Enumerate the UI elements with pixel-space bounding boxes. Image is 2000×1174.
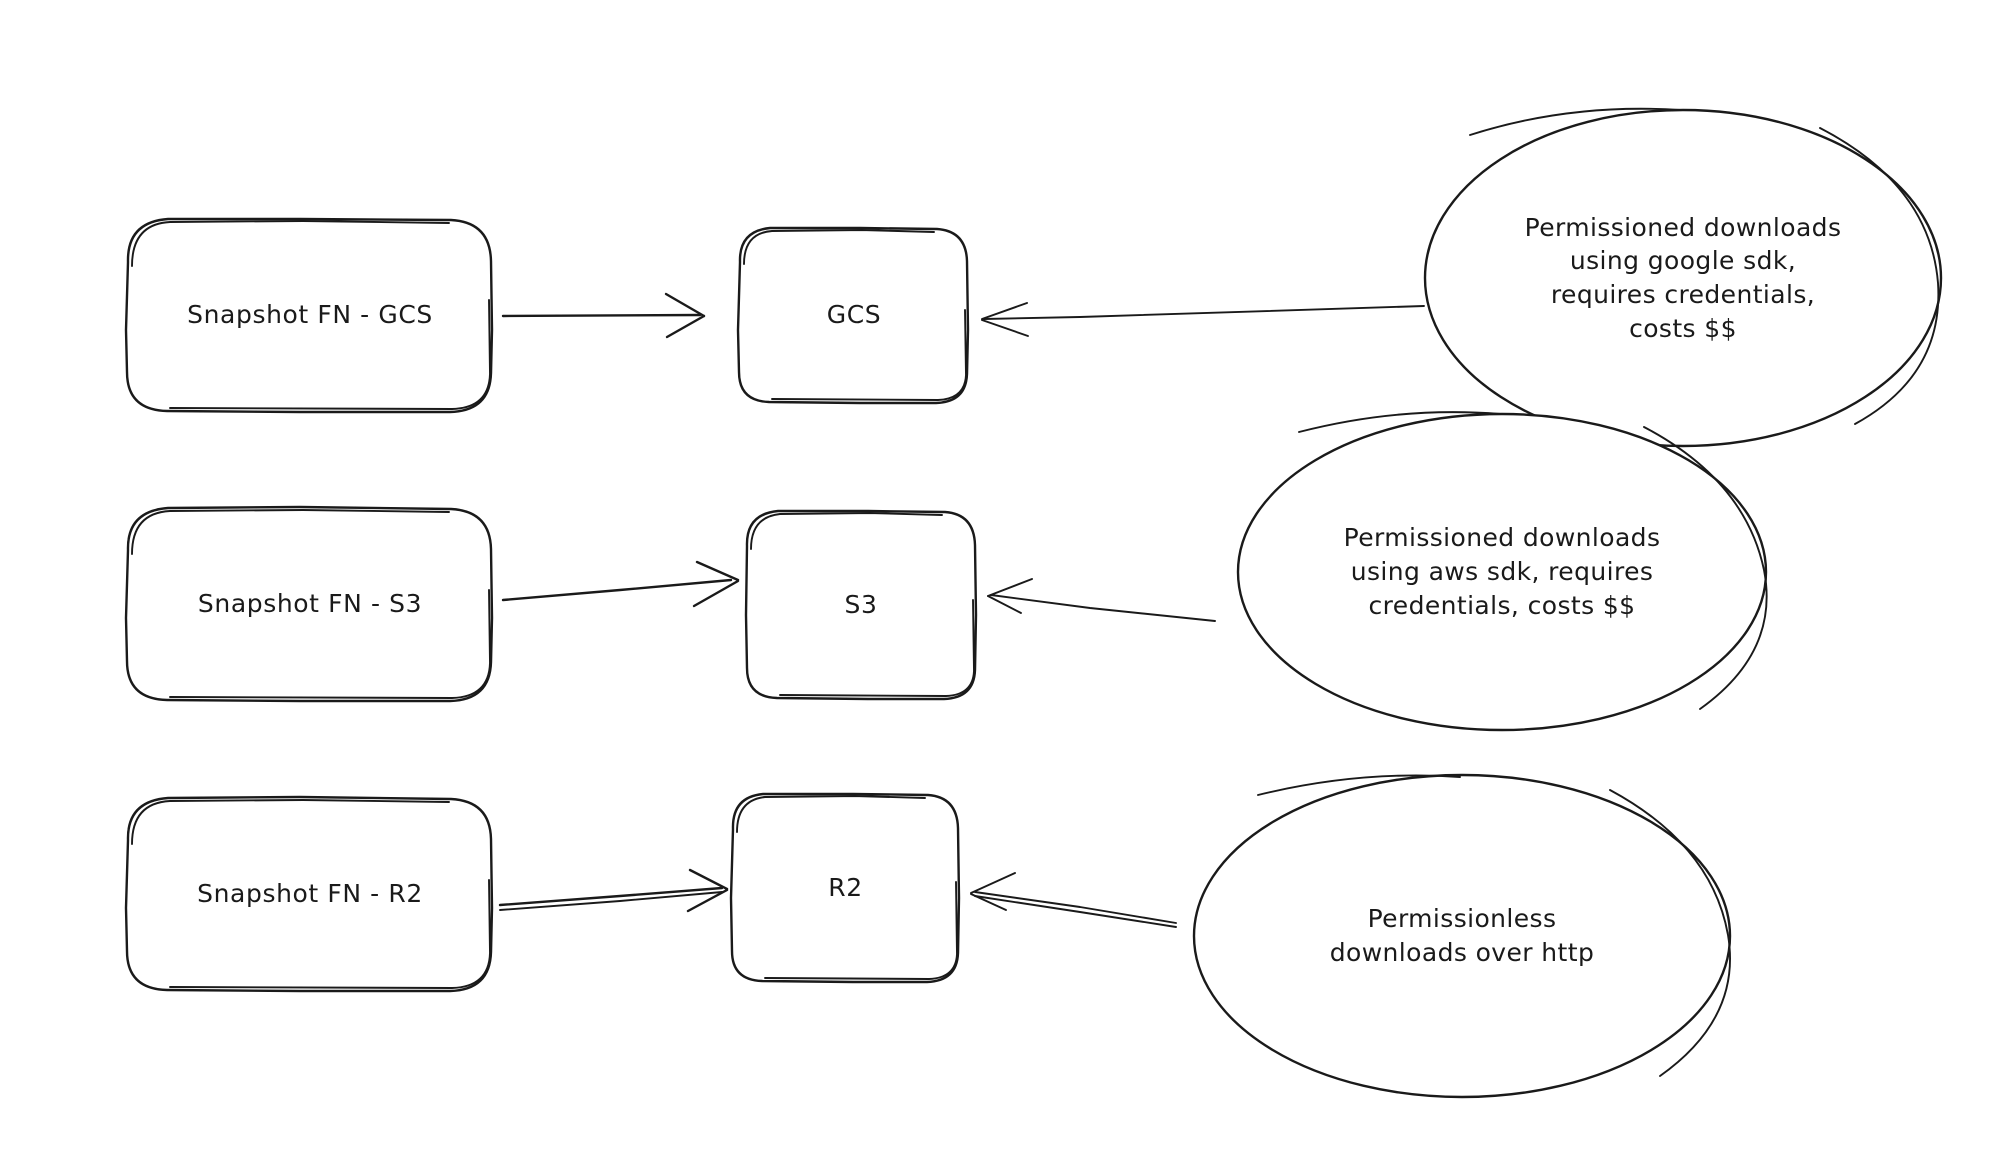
node-snapshot-fn-r2-shape[interactable] (124, 795, 494, 993)
node-snapshot-fn-gcs-shape[interactable] (124, 217, 494, 414)
node-s3-shape[interactable] (744, 509, 978, 701)
edge-snapshot-fn-gcs-to-gcs (501, 292, 706, 339)
note-r2-ellipse-shape[interactable] (1192, 773, 1732, 1099)
note-gcs-ellipse-shape[interactable] (1423, 107, 1943, 448)
row-3-group (124, 773, 1732, 1099)
edge-note-r2-to-r2 (970, 872, 1177, 928)
row-2-group (124, 411, 1768, 732)
node-snapshot-fn-s3-shape[interactable] (124, 505, 494, 703)
edge-note-s3-to-s3 (987, 578, 1216, 622)
edge-snapshot-fn-s3-to-s3 (501, 560, 740, 608)
node-r2-shape[interactable] (729, 792, 961, 984)
row-1-group (124, 107, 1943, 448)
node-gcs-shape[interactable] (736, 226, 970, 405)
note-s3-ellipse-shape[interactable] (1236, 411, 1768, 732)
edge-snapshot-fn-r2-to-r2 (498, 868, 729, 913)
edge-note-gcs-to-gcs (981, 302, 1425, 337)
